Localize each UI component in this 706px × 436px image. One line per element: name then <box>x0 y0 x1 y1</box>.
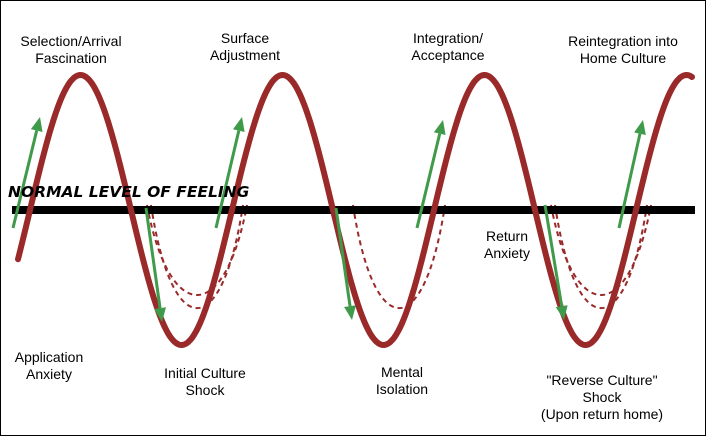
adjustment-wave-curve <box>15 72 695 348</box>
stage-label-integration-acceptance: Integration/ Acceptance <box>411 30 485 63</box>
dashed-dip-curve <box>352 204 446 309</box>
direction-arrow <box>415 120 446 229</box>
direction-arrow <box>543 204 568 320</box>
stage-label-mental-isolation: Mental Isolation <box>375 364 429 397</box>
direction-arrows <box>11 117 646 322</box>
direction-arrow <box>617 120 646 229</box>
stage-label-initial-culture-shock: Initial Culture Shock <box>164 365 246 398</box>
normal-level-label: NORMAL LEVEL OF FEELING <box>8 183 250 201</box>
stage-label-selection-arrival: Selection/Arrival Fascination <box>20 33 122 66</box>
stage-label-reverse-culture-shock: "Reverse Culture" Shock (Upon return hom… <box>540 372 664 422</box>
direction-arrow <box>11 117 43 229</box>
dashed-dip-curve <box>550 204 652 296</box>
direction-arrow <box>144 207 166 322</box>
stage-label-application-anxiety: Application Anxiety <box>14 349 84 382</box>
stage-label-reintegration: Reintegration into Home Culture <box>568 33 678 66</box>
stage-label-surface-adjustment: Surface Adjustment <box>209 30 281 63</box>
baseline-line <box>12 206 695 214</box>
dashed-dip-curves <box>146 204 652 309</box>
direction-arrow <box>334 207 356 320</box>
dashed-dip-curve <box>554 204 648 309</box>
dashed-dip-curve <box>150 204 244 309</box>
direction-arrow <box>214 117 245 229</box>
dashed-dip-curve <box>146 204 248 296</box>
stage-label-return-anxiety: Return Anxiety <box>484 228 530 261</box>
